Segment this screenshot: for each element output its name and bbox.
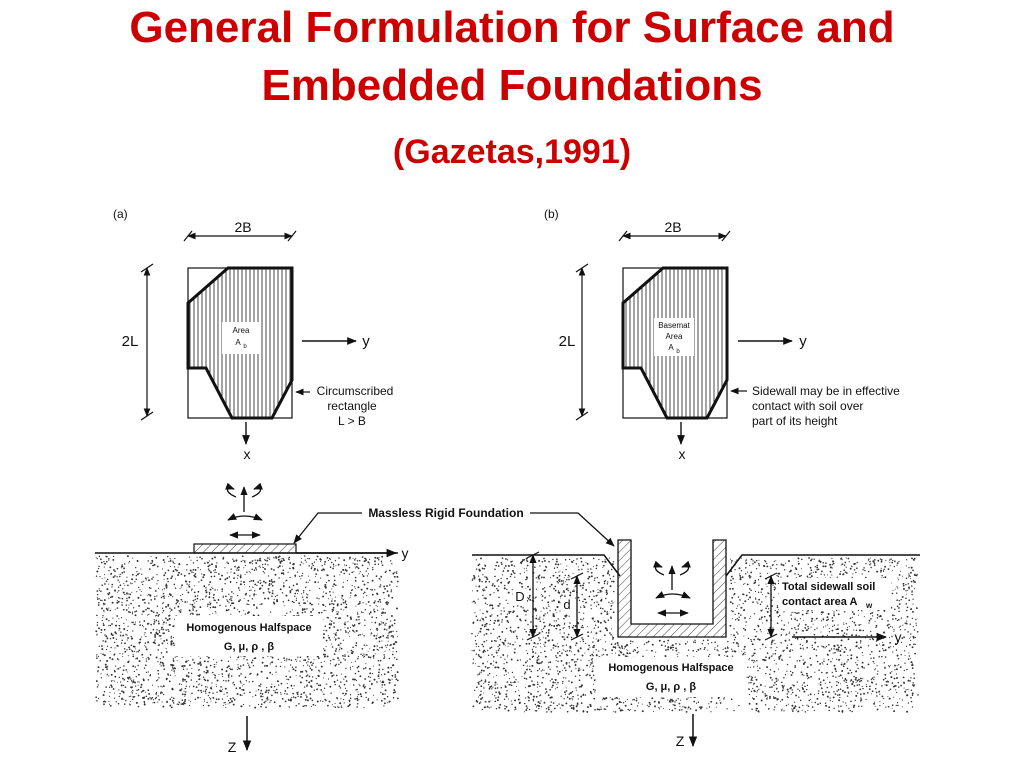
width-label: 2B (234, 219, 251, 235)
note-line3: L > B (338, 414, 366, 428)
y-axis-label: y (895, 629, 902, 645)
area-label-line2: Area (666, 332, 683, 341)
area-symbol: A (668, 343, 674, 352)
area-label-line1: Basemat (658, 321, 690, 330)
slide-title-line1: General Formulation for Surface and (129, 3, 895, 52)
callout-arrow-right (530, 512, 615, 547)
soil-properties: G, μ, ρ , β (224, 641, 274, 653)
depth-D-label: D (515, 589, 524, 604)
panel-b: (b) 2B 2L Basemat Area A b y x Sidewall … (544, 207, 900, 462)
torsion-arrow-right (679, 560, 691, 576)
area-subscript: b (676, 349, 680, 355)
area-label: Area (233, 326, 250, 335)
z-axis-label: Z (228, 739, 237, 755)
y-axis-label: y (799, 333, 807, 350)
rocking-arrow (227, 513, 263, 521)
foundation-label: Massless Rigid Foundation (368, 506, 523, 520)
note-line1: Sidewall may be in effective (752, 384, 900, 398)
length-label: 2L (559, 333, 576, 350)
torsion-arrow-left (225, 482, 237, 498)
x-axis-label: x (679, 446, 686, 462)
slide-title-line2: Embedded Foundations (261, 61, 763, 110)
depth-d-label: d (563, 597, 570, 612)
soil-label-box (596, 657, 746, 697)
callout-arrow-left (293, 512, 362, 544)
ground-surface-left (472, 554, 621, 577)
area-label-box (222, 322, 260, 354)
sidewall-subscript: w (865, 601, 873, 610)
ground-surface-right (725, 554, 920, 577)
foundation-callout: Massless Rigid Foundation (293, 504, 615, 547)
rocking-arrow (655, 591, 691, 599)
panel-a: (a) 2B 2L Area A b y x Circumscribed rec… (113, 207, 393, 462)
note-line1: Circumscribed (317, 384, 394, 398)
z-axis-label: Z (676, 733, 685, 749)
embedded-foundation (617, 539, 727, 638)
area-label-box (654, 318, 694, 356)
surface-foundation-slab (193, 543, 297, 554)
panel-b-label: (b) (544, 207, 559, 221)
soil-label-box (175, 616, 323, 656)
slide-citation: (Gazetas,1991) (392, 133, 632, 171)
foundation-label-box (362, 504, 530, 522)
embedded-foundation-section: D d Total sidewall soil contact area A w… (472, 539, 920, 749)
note-line3: part of its height (752, 414, 838, 428)
sidewall-label-line1: Total sidewall soil (782, 581, 875, 593)
note-line2: rectangle (327, 399, 377, 413)
sidewall-label-line2: contact area A (782, 596, 857, 608)
area-symbol: A (235, 338, 241, 347)
note-line2: contact with soil over (752, 399, 863, 413)
soil-properties: G, μ, ρ , β (646, 681, 696, 693)
length-label: 2L (122, 333, 139, 350)
y-axis-label: y (402, 545, 409, 561)
width-label: 2B (664, 219, 681, 235)
soil-label: Homogenous Halfspace (608, 662, 733, 674)
soil-halfspace-right (471, 557, 919, 713)
x-axis-label: x (244, 446, 251, 462)
torsion-arrow-left (653, 560, 665, 576)
torsion-arrow-right (251, 482, 263, 498)
surface-foundation-section: y Homogenous Halfspace G, μ, ρ , β Z (95, 482, 409, 755)
soil-label: Homogenous Halfspace (186, 622, 311, 634)
area-subscript: b (243, 344, 247, 350)
y-axis-label: y (362, 333, 370, 350)
panel-a-label: (a) (113, 207, 128, 221)
sidewall-label-box (779, 578, 891, 610)
